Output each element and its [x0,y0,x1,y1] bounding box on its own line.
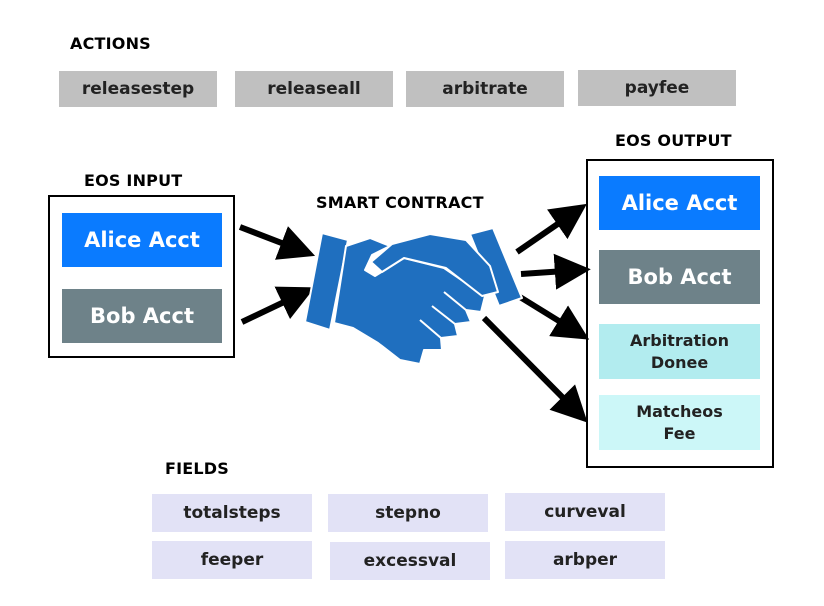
eos-output-heading: EOS OUTPUT [615,131,732,150]
actions-heading: ACTIONS [70,34,151,53]
smart-contract-heading: SMART CONTRACT [316,193,484,212]
field-excessval[interactable]: excessval [330,542,490,580]
arrow-to-output-arbitration [518,294,590,340]
action-payfee[interactable]: payfee [578,70,736,106]
output-matcheos-fee: Matcheos Fee [599,395,760,450]
eos-input-heading: EOS INPUT [84,171,183,190]
arrow-bob-to-contract [240,286,315,325]
field-totalsteps[interactable]: totalsteps [152,494,312,532]
action-releasestep[interactable]: releasestep [59,71,217,107]
output-bob-acct: Bob Acct [599,250,760,304]
field-curveval[interactable]: curveval [505,493,665,531]
handshake-icon [304,227,523,365]
field-stepno[interactable]: stepno [328,494,488,532]
output-arbitration-donee: Arbitration Donee [599,324,760,379]
arrow-to-output-alice [515,203,587,255]
arrow-to-output-bob [520,253,591,290]
action-releaseall[interactable]: releaseall [235,71,393,107]
field-arbper[interactable]: arbper [505,541,665,579]
input-bob-acct: Bob Acct [62,289,222,343]
output-alice-acct: Alice Acct [599,176,760,230]
arrow-to-output-matcheos [481,315,588,423]
action-arbitrate[interactable]: arbitrate [406,71,564,107]
input-alice-acct: Alice Acct [62,213,222,267]
field-feeper[interactable]: feeper [152,541,312,579]
arrow-alice-to-contract [238,224,316,260]
fields-heading: FIELDS [165,459,230,478]
